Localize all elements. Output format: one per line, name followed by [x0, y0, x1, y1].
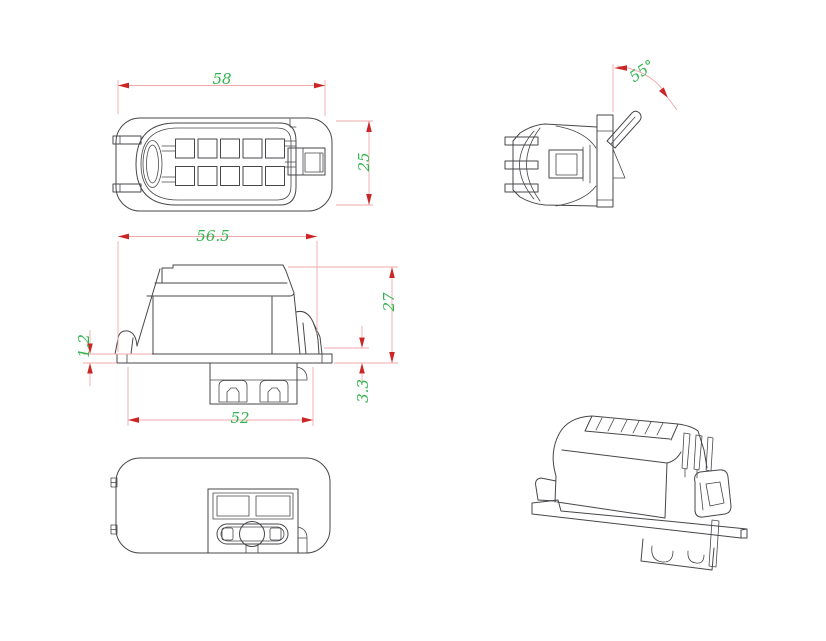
flange-plate-edge	[596, 114, 614, 208]
bottom-connector	[209, 362, 308, 405]
view-bottom	[110, 457, 331, 554]
dim-top-depth-label: 25	[355, 152, 373, 172]
left-wing-clip	[114, 330, 138, 355]
led-grid	[175, 138, 285, 186]
grid-cell	[242, 166, 263, 186]
side-prongs	[504, 136, 539, 193]
clip-bar	[112, 183, 142, 193]
connector-inner	[304, 152, 324, 173]
left-clips-bottom	[110, 477, 118, 535]
angled-pin	[606, 110, 642, 149]
grid-cell	[197, 166, 218, 186]
slot-inner	[220, 526, 285, 542]
flange-plate	[116, 353, 333, 364]
cap-outline	[146, 264, 295, 297]
iso-bottom-connector	[640, 519, 720, 571]
post-circle	[239, 521, 265, 547]
connector-pocket	[287, 118, 326, 176]
dim-base-width-label: 52	[230, 409, 250, 427]
grid-cell	[242, 138, 263, 159]
view-side	[83, 233, 398, 426]
view-side-angle	[504, 64, 678, 208]
grid-cell	[220, 138, 240, 159]
iso-flange	[531, 499, 748, 539]
grid-cell	[175, 166, 195, 186]
body-sides	[136, 268, 301, 355]
dim-top-width-label: 58	[212, 70, 232, 88]
grid-cell	[197, 138, 218, 159]
left-clips	[112, 135, 142, 193]
dim-top-width	[117, 80, 326, 116]
iso-front-face	[556, 449, 682, 519]
dim-base-width	[127, 367, 314, 426]
body-profile	[512, 123, 598, 207]
housing-outline	[115, 117, 333, 212]
slot-outer	[216, 523, 289, 545]
dim-flange-thickness	[83, 330, 152, 386]
dim-overall-height-label: 27	[380, 292, 398, 312]
lamp-opening-outer	[135, 122, 297, 206]
dim-body-width	[117, 233, 318, 352]
connector-block	[207, 488, 308, 554]
lens-oval-inner	[146, 144, 159, 184]
grid-side-ribs	[161, 140, 297, 183]
dome-arcs	[519, 125, 597, 207]
dim-body-width-label: 56.5	[196, 227, 230, 245]
grid-cell	[265, 138, 285, 159]
dim-base-depth	[324, 326, 369, 385]
iso-latch-clip	[694, 469, 732, 518]
connector-outer	[287, 147, 326, 176]
clip-bar	[112, 135, 142, 145]
grid-cell	[265, 166, 285, 186]
grid-cell	[175, 138, 195, 159]
iso-grille-slats	[595, 417, 664, 436]
right-wing-clip	[295, 311, 323, 355]
dim-overall-height	[288, 266, 398, 364]
grid-cell	[220, 166, 240, 186]
dim-top-depth	[336, 120, 373, 206]
iso-dome	[552, 415, 593, 503]
view-isometric	[531, 415, 748, 571]
lamp-opening-inner	[140, 127, 292, 201]
lens-oval-outer	[142, 140, 163, 188]
iso-left-wing	[535, 477, 557, 502]
dim-flange-thickness-label: 1.2	[75, 334, 93, 358]
view-top	[112, 80, 373, 212]
dim-bracket-angle	[612, 64, 678, 112]
bulb-window-inner	[555, 153, 578, 176]
dim-base-depth-label: 3.3	[354, 379, 372, 403]
